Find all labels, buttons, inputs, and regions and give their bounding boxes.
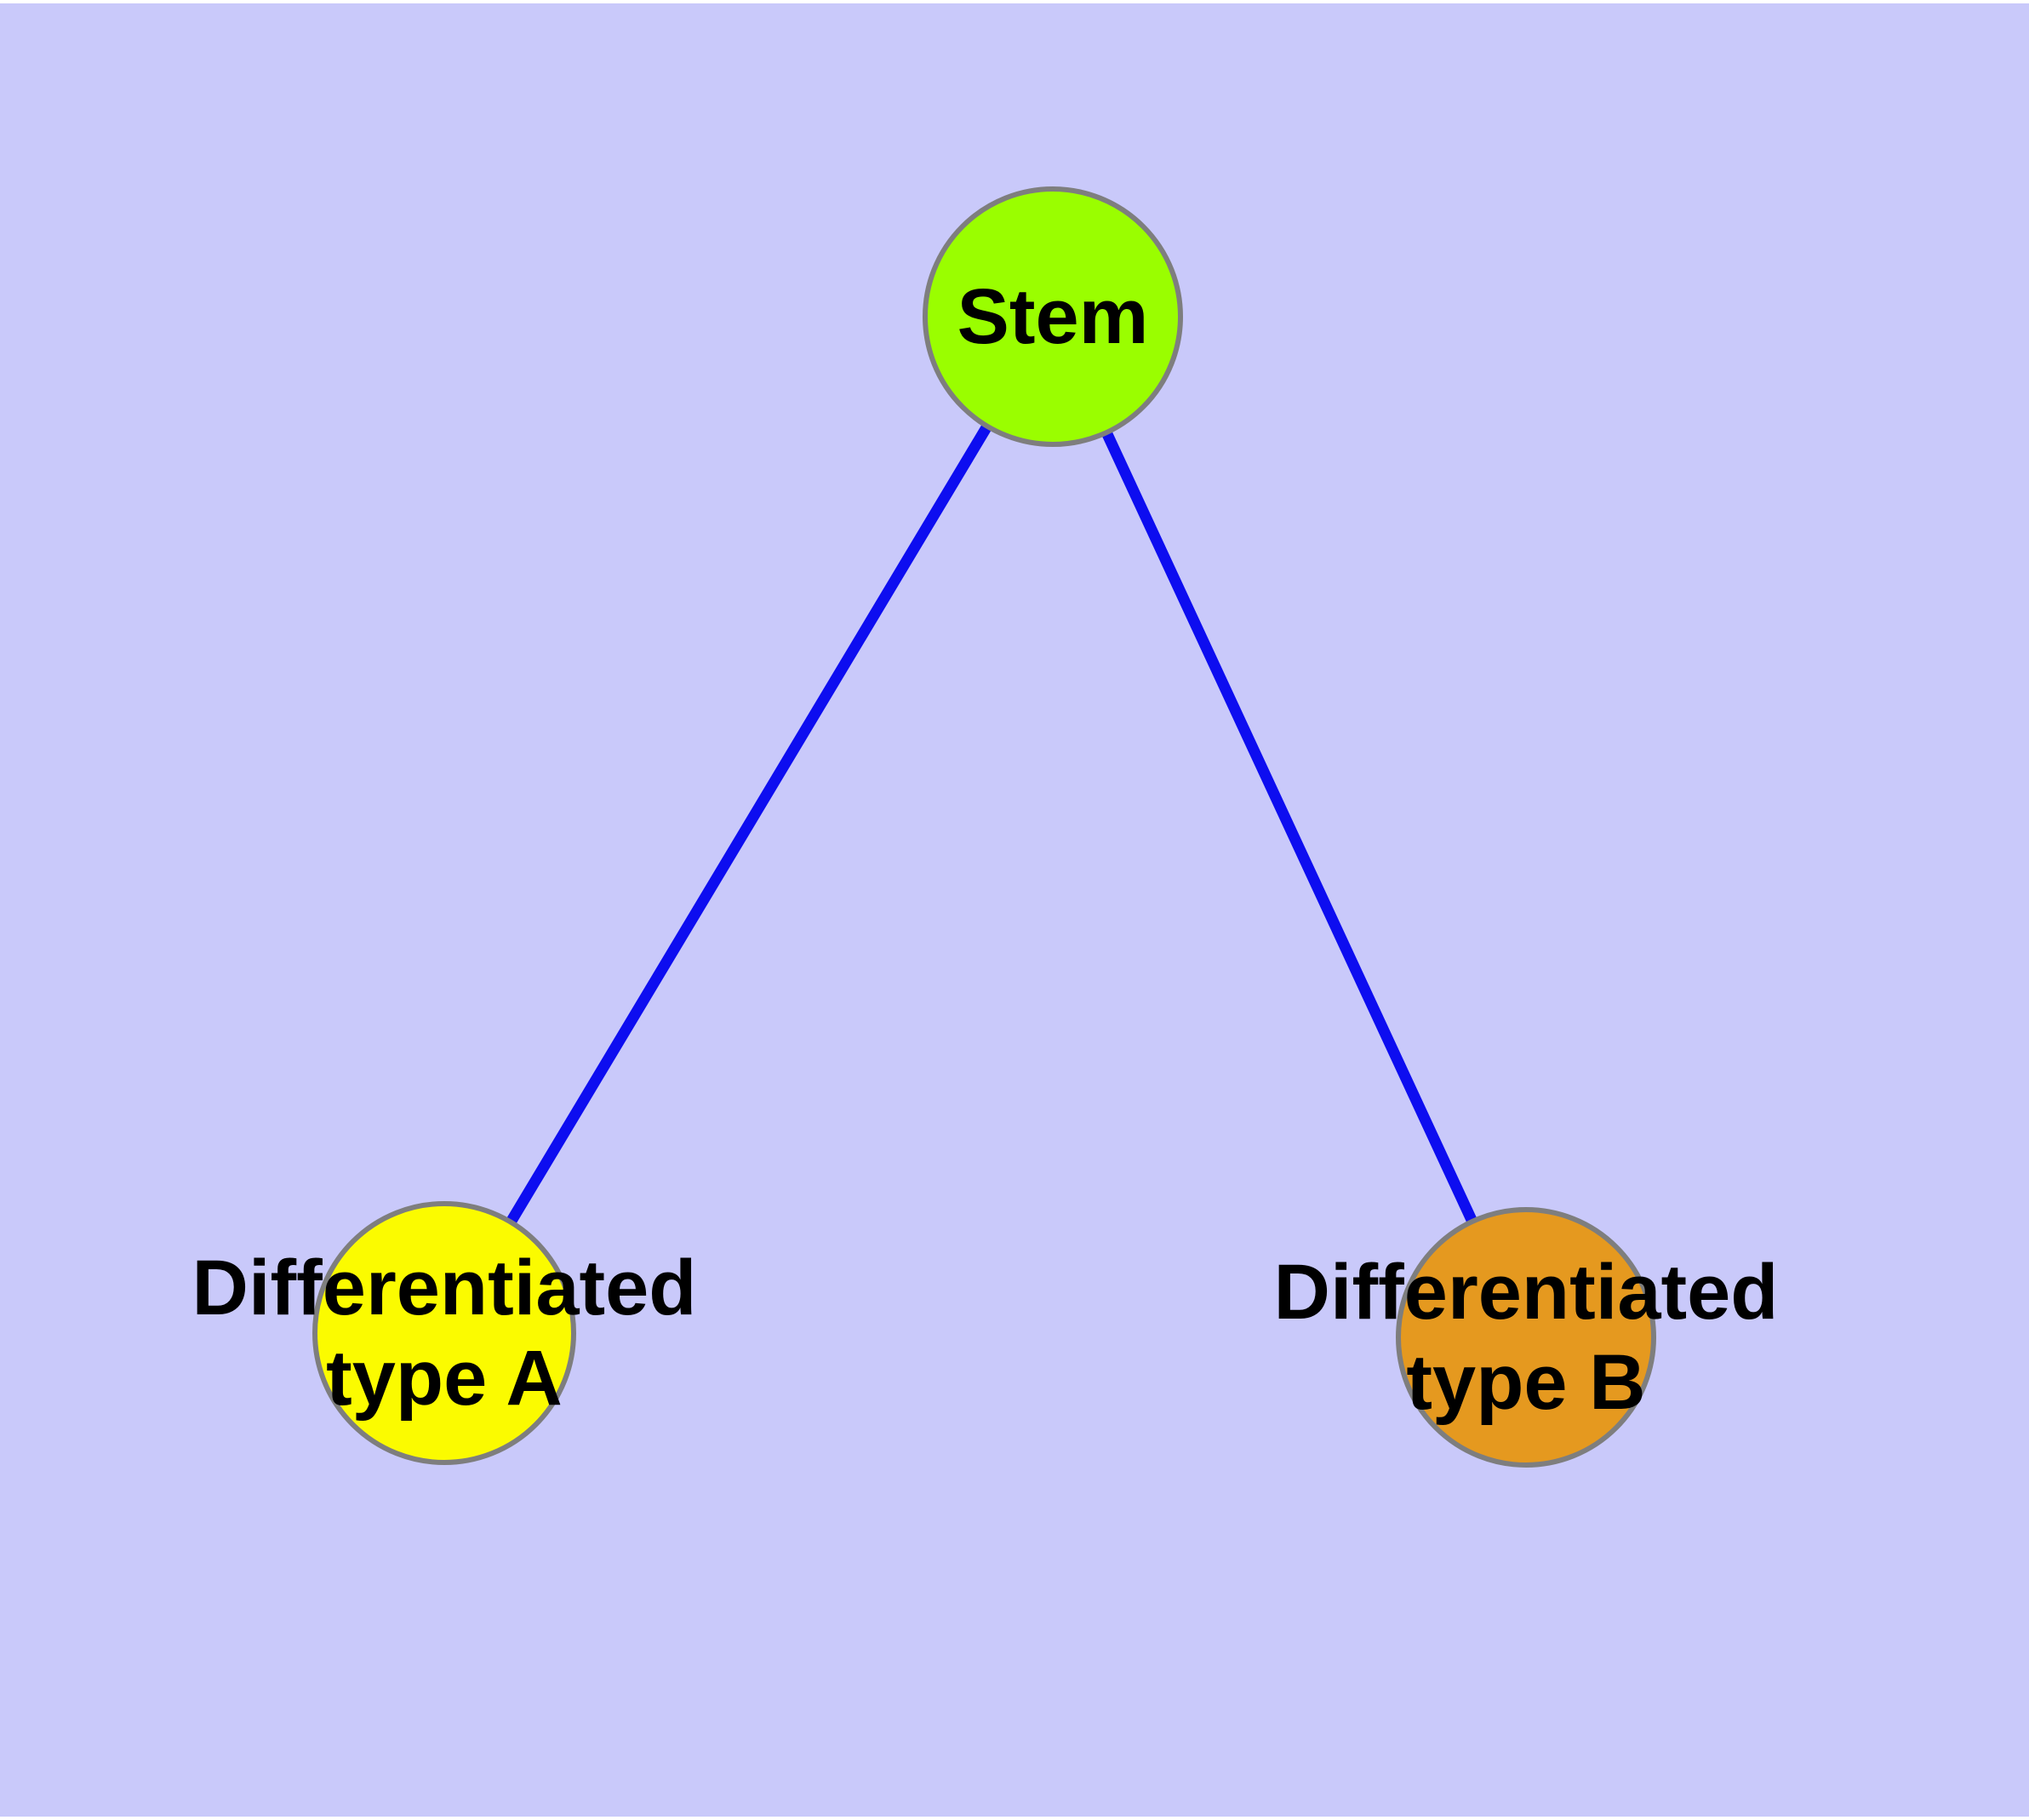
edge-stem-to-type-a <box>439 313 1058 1336</box>
node-stem-circle <box>923 186 1183 447</box>
node-type-b-circle <box>1396 1207 1656 1468</box>
node-type-a-circle <box>312 1201 576 1465</box>
edge-stem-to-type-b <box>1048 314 1531 1340</box>
